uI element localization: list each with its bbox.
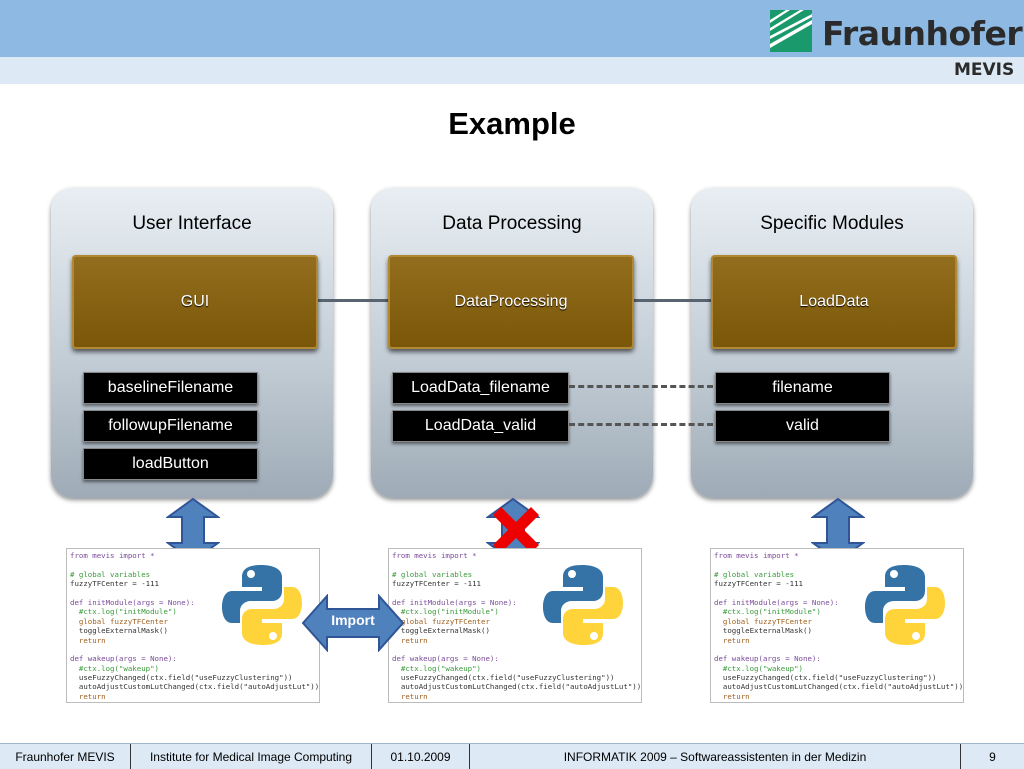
code-line: #ctx.log("wakeup") <box>714 663 803 673</box>
footer-separator <box>130 744 131 769</box>
red-cross-icon <box>493 507 539 553</box>
code-line: useFuzzyChanged(ctx.field("useFuzzyClust… <box>714 673 937 683</box>
code-line: fuzzyTFCenter = -111 <box>392 579 481 589</box>
code-line: global fuzzyTFCenter <box>392 616 490 626</box>
header-band <box>0 0 1024 57</box>
module-dataprocessing[interactable]: DataProcessing <box>388 255 634 349</box>
code-line: # global variables <box>714 569 795 579</box>
code-line: return <box>714 635 750 645</box>
footer-separator <box>960 744 961 769</box>
code-line: useFuzzyChanged(ctx.field("useFuzzyClust… <box>70 673 293 683</box>
footer-separator <box>469 744 470 769</box>
panel-title: User Interface <box>132 213 252 234</box>
module-connector <box>317 299 389 302</box>
code-line: toggleExternalMask() <box>714 626 812 636</box>
dashed-link <box>569 423 713 426</box>
logo-subtitle: MEVIS <box>954 60 1015 80</box>
code-line: #ctx.log("wakeup") <box>392 663 481 673</box>
fraunhofer-mark-icon <box>770 10 812 52</box>
module-gui[interactable]: GUI <box>72 255 318 349</box>
code-line: # global variables <box>70 569 151 579</box>
code-line: #ctx.log("initModule") <box>714 607 821 617</box>
footer-institute: Institute for Medical Image Computing <box>149 749 353 764</box>
field-valid[interactable]: valid <box>715 410 890 442</box>
code-line: def wakeup(args = None): <box>70 654 177 664</box>
field-baseline-filename[interactable]: baselineFilename <box>83 372 258 404</box>
code-line: return <box>714 691 750 701</box>
import-label: Import <box>331 612 375 628</box>
field-filename[interactable]: filename <box>715 372 890 404</box>
slide-title: Example <box>448 106 576 141</box>
code-line: fuzzyTFCenter = -111 <box>714 579 803 589</box>
code-line: return <box>392 635 428 645</box>
field-loaddata-filename[interactable]: LoadData_filename <box>392 372 569 404</box>
footer-org: Fraunhofer MEVIS <box>15 749 115 764</box>
code-line: autoAdjustCustomLutChanged(ctx.field("au… <box>70 682 320 692</box>
module-connector <box>633 299 713 302</box>
panel-title: Specific Modules <box>760 213 904 234</box>
code-line: return <box>70 635 106 645</box>
code-line: def wakeup(args = None): <box>714 654 821 664</box>
code-line: autoAdjustCustomLutChanged(ctx.field("au… <box>392 682 642 692</box>
code-line: toggleExternalMask() <box>392 626 490 636</box>
code-line: return <box>392 691 428 701</box>
code-line: def wakeup(args = None): <box>392 654 499 664</box>
code-line: from mevis import * <box>392 551 477 560</box>
dashed-link <box>569 385 713 388</box>
python-logo-icon <box>543 565 623 645</box>
python-logo-icon <box>222 565 302 645</box>
module-loaddata[interactable]: LoadData <box>711 255 957 349</box>
footer-separator <box>371 744 372 769</box>
code-line: return <box>70 691 106 701</box>
code-line: def initModule(args = None): <box>70 597 195 607</box>
code-line: autoAdjustCustomLutChanged(ctx.field("au… <box>714 682 964 692</box>
footer-date: 01.10.2009 <box>390 749 451 764</box>
code-line: fuzzyTFCenter = -111 <box>70 579 159 589</box>
code-line: from mevis import * <box>714 551 799 560</box>
code-line: #ctx.log("wakeup") <box>70 663 159 673</box>
code-line: toggleExternalMask() <box>70 626 168 636</box>
code-line: useFuzzyChanged(ctx.field("useFuzzyClust… <box>392 673 615 683</box>
code-line: global fuzzyTFCenter <box>714 616 812 626</box>
field-loaddata-valid[interactable]: LoadData_valid <box>392 410 569 442</box>
footer: Fraunhofer MEVIS Institute for Medical I… <box>0 743 1024 769</box>
footer-event: INFORMATIK 2009 – Softwareassistenten in… <box>563 749 867 764</box>
field-load-button[interactable]: loadButton <box>83 448 258 480</box>
code-line: # global variables <box>392 569 473 579</box>
fraunhofer-logo: Fraunhofer MEVIS <box>770 8 1023 83</box>
code-line: def initModule(args = None): <box>714 597 839 607</box>
panel-title: Data Processing <box>442 213 582 234</box>
field-followup-filename[interactable]: followupFilename <box>83 410 258 442</box>
python-logo-icon <box>865 565 945 645</box>
code-line: def initModule(args = None): <box>392 597 517 607</box>
header-subband <box>0 57 1024 84</box>
code-line: #ctx.log("initModule") <box>70 607 177 617</box>
code-line: from mevis import * <box>70 551 155 560</box>
code-line: global fuzzyTFCenter <box>70 616 168 626</box>
footer-page-number: 9 <box>989 749 996 764</box>
import-arrow-icon <box>301 594 405 652</box>
logo-wordmark: Fraunhofer <box>822 14 1023 53</box>
code-line: #ctx.log("initModule") <box>392 607 499 617</box>
